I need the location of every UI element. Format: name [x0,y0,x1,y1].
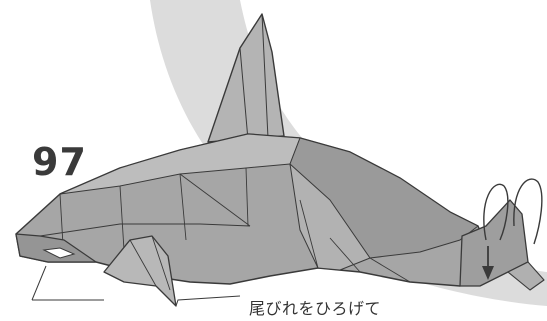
down-arrow-icon [482,246,494,280]
body-creases [39,167,411,283]
eye-patch [42,247,76,259]
dorsal-fin-crease [239,13,269,141]
diagonal-fold [289,163,371,271]
step-number: 97 [32,140,87,184]
tail-lower-flap [507,261,545,291]
pectoral-fin-crease [129,235,171,291]
base-outline [31,265,241,307]
instruction-text: 尾びれをひろげて [249,299,382,318]
tail-fluke-right [513,178,543,245]
tail-fluke-left [483,183,509,241]
